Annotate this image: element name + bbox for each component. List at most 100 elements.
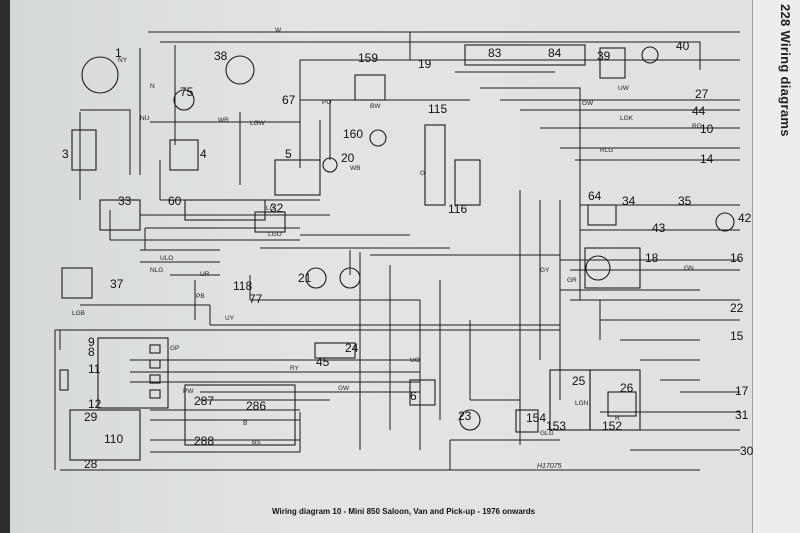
component-round-9: [585, 255, 611, 281]
component-round-2: [173, 89, 195, 111]
component-round-4: [305, 267, 327, 289]
wire-colour-label-34: GLG: [540, 430, 554, 437]
wire-colour-label-22: UY: [225, 315, 235, 322]
component-label-18: 18: [645, 251, 659, 265]
figure-caption: Wiring diagram 10 - Mini 850 Saloon, Van…: [272, 507, 536, 516]
component-label-118: 118: [233, 279, 252, 293]
wire-colour-label-9: BW: [370, 103, 381, 110]
component-box-26: [599, 47, 626, 79]
component-label-35: 35: [678, 194, 692, 208]
wire-colour-label-29: GP: [170, 345, 179, 352]
component-label-1: 1: [115, 46, 122, 60]
component-box-22: [424, 124, 446, 206]
component-box-24: [354, 74, 386, 101]
component-label-40: 40: [676, 39, 690, 53]
wire-colour-label-14: UW: [618, 85, 630, 92]
component-box-12: [59, 369, 69, 391]
component-box-8: [149, 344, 161, 354]
component-label-110: 110: [104, 432, 123, 446]
component-label-38: 38: [214, 49, 228, 63]
component-label-15: 15: [730, 329, 744, 343]
wire-12: [480, 87, 581, 300]
component-label-27: 27: [695, 87, 709, 101]
component-round-6: [641, 46, 659, 64]
component-label-37: 37: [110, 277, 124, 291]
component-label-75: 75: [180, 85, 194, 99]
drawing-reference: H17075: [537, 463, 562, 470]
component-label-42: 42: [738, 211, 752, 225]
component-label-45: 45: [316, 355, 330, 369]
component-label-24: 24: [345, 341, 359, 355]
component-label-20: 20: [341, 151, 355, 165]
component-box-25: [464, 44, 586, 66]
component-label-67: 67: [282, 93, 296, 107]
wire-colour-label-6: LG: [266, 205, 275, 212]
component-label-34: 34: [622, 194, 636, 208]
wire-colour-label-17: NLG: [150, 267, 163, 274]
component-box-5: [254, 211, 286, 233]
component-label-116: 116: [448, 202, 467, 216]
manual-page: [10, 0, 800, 533]
wire-colour-label-30: GW: [338, 385, 350, 392]
component-label-8: 8: [88, 345, 95, 359]
component-box-16: [515, 409, 539, 433]
component-label-6: 6: [410, 389, 417, 403]
wire-colour-label-15: RG: [692, 123, 702, 130]
component-box-13: [69, 409, 141, 461]
component-label-152: 152: [602, 419, 622, 433]
component-label-153: 153: [546, 419, 566, 433]
wire-colour-label-4: WR: [218, 117, 229, 124]
component-label-64: 64: [588, 189, 602, 203]
component-label-44: 44: [692, 104, 706, 118]
component-round-3: [322, 157, 338, 173]
page-margin-strip: [752, 0, 800, 533]
component-round-1: [225, 55, 255, 85]
wire-colour-label-3: W: [275, 27, 282, 34]
wire-colour-label-12: GR: [567, 277, 577, 284]
component-box-11: [149, 389, 161, 399]
component-label-16: 16: [730, 251, 744, 265]
wire-network: [54, 31, 740, 471]
component-box-23: [454, 159, 481, 206]
component-label-286: 286: [246, 399, 266, 413]
wire-colour-label-2: NU: [140, 115, 150, 122]
component-box-14: [184, 384, 296, 446]
component-box-27: [314, 342, 356, 359]
wire-19: [80, 109, 131, 175]
component-label-17: 17: [735, 384, 749, 398]
component-box-20: [587, 204, 617, 226]
component-label-29: 29: [84, 410, 98, 424]
component-label-31: 31: [735, 408, 749, 422]
wire-colour-label-5: LGW: [250, 120, 266, 127]
wire-colour-label-7: LGO: [268, 231, 282, 238]
component-label-23: 23: [458, 409, 472, 423]
component-label-287: 287: [194, 394, 214, 408]
component-label-83: 83: [488, 46, 502, 60]
wire-colour-label-16: RLG: [600, 147, 613, 154]
component-box-21: [584, 247, 641, 289]
component-label-115: 115: [428, 102, 447, 116]
component-round-5: [339, 267, 361, 289]
wire-colour-label-18: LGB: [72, 310, 85, 317]
wire-colour-label-32: LGK: [620, 115, 634, 122]
component-label-14: 14: [700, 152, 714, 166]
component-round-7: [715, 212, 735, 232]
component-box-1: [169, 139, 199, 171]
wire-colour-label-21: PB: [196, 293, 205, 300]
wire-colour-label-19: ULO: [160, 255, 173, 262]
wire-colour-label-33: LGN: [575, 400, 589, 407]
component-label-26: 26: [620, 381, 634, 395]
wire-colour-label-27: BS: [252, 439, 261, 446]
wire-colour-label-1: N: [150, 83, 155, 90]
wire-colour-label-23: RY: [290, 365, 300, 372]
component-box-18: [589, 369, 641, 431]
component-box-3: [99, 199, 141, 231]
component-box-4: [184, 199, 266, 221]
component-label-25: 25: [572, 374, 586, 388]
component-box-19: [607, 391, 637, 417]
component-label-159: 159: [358, 51, 378, 65]
component-box-10: [149, 374, 161, 384]
